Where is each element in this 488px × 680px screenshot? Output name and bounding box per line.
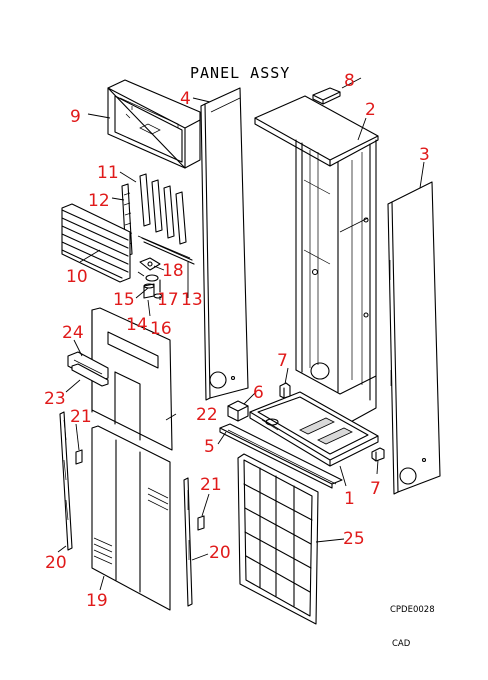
part-2-cabinet xyxy=(254,95,379,431)
part-18-gear xyxy=(139,257,161,271)
callout-21-left: 21 xyxy=(70,407,92,427)
part-20-strip-left xyxy=(59,411,73,551)
callout-9: 9 xyxy=(70,107,81,127)
callout-25: 25 xyxy=(343,529,365,549)
part-4-side-panel xyxy=(200,87,249,401)
callout-7-lower: 7 xyxy=(370,479,381,499)
part-3-side-panel xyxy=(387,181,441,495)
callout-15: 15 xyxy=(113,290,135,310)
callout-18: 18 xyxy=(162,261,184,281)
callout-6: 6 xyxy=(253,383,264,403)
callout-4: 4 xyxy=(180,89,191,109)
callout-17: 17 xyxy=(157,290,179,310)
callout-3: 3 xyxy=(419,145,430,165)
callout-10: 10 xyxy=(66,267,88,287)
part-8-bracket xyxy=(312,87,341,105)
callout-7-upper: 7 xyxy=(277,351,288,371)
part-9-front-frame xyxy=(107,79,201,169)
callout-23: 23 xyxy=(44,389,66,409)
part-13-rod xyxy=(141,237,195,265)
part-5-rail xyxy=(219,423,343,489)
callout-8: 8 xyxy=(344,71,355,91)
part-19-lower-front-panel xyxy=(91,425,171,611)
callout-22: 22 xyxy=(196,405,218,425)
callout-19: 19 xyxy=(86,591,108,611)
part-23-display-frame xyxy=(71,363,109,387)
part-11-louvres xyxy=(137,173,191,259)
callouts: 8 4 2 9 3 11 12 18 10 15 17 13 14 16 24 … xyxy=(44,71,430,611)
callout-1: 1 xyxy=(344,489,355,509)
diagram-title: PANEL ASSY xyxy=(190,64,290,82)
part-15-washer xyxy=(145,274,159,282)
callout-11: 11 xyxy=(97,163,119,183)
callout-14: 14 xyxy=(126,315,148,335)
callout-24: 24 xyxy=(62,323,84,343)
callout-2: 2 xyxy=(365,100,376,120)
callout-20-right: 20 xyxy=(209,543,231,563)
part-10-grille xyxy=(61,203,131,283)
callout-5: 5 xyxy=(204,437,215,457)
drawing-code: CPDE0028 xyxy=(390,605,435,615)
part-21-clip-left xyxy=(75,449,83,465)
part-25-filter xyxy=(237,453,319,625)
callout-16: 16 xyxy=(150,319,172,339)
part-7-clip-lower xyxy=(371,447,385,462)
callout-21-right: 21 xyxy=(200,475,222,495)
part-14-knob xyxy=(143,283,155,299)
part-6-block xyxy=(227,400,249,422)
part-20-strip-right xyxy=(183,477,193,607)
part-7-clip-upper xyxy=(279,382,291,399)
callout-13: 13 xyxy=(181,290,203,310)
footer-label: CAD xyxy=(392,639,411,649)
leader-lines xyxy=(57,77,425,591)
part-21-clip-right xyxy=(197,515,205,531)
part-1-base xyxy=(249,391,379,467)
callout-20-left: 20 xyxy=(45,553,67,573)
callout-12: 12 xyxy=(88,191,110,211)
